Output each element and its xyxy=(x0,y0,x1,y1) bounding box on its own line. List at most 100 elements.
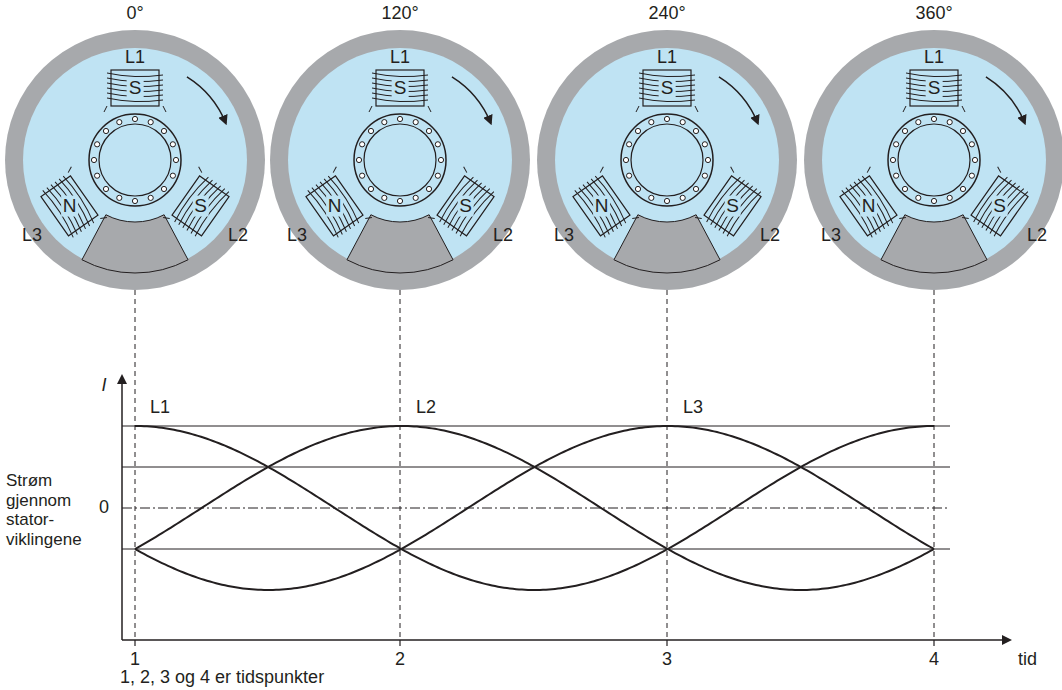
coil-winding xyxy=(314,184,349,232)
stator-pole xyxy=(163,167,233,242)
time-point: 1 xyxy=(130,650,140,670)
rotor-bar xyxy=(397,198,402,203)
coil-winding xyxy=(49,184,84,232)
rotor-bar xyxy=(426,186,431,191)
tick xyxy=(933,640,934,646)
rotor-bar xyxy=(173,157,178,162)
rotor-core xyxy=(631,124,703,196)
pole-polarity: S xyxy=(724,196,741,217)
coil-winding xyxy=(372,98,428,102)
pole-polarity: N xyxy=(860,196,878,217)
phase-current-curve xyxy=(135,426,934,590)
coil-winding xyxy=(438,175,473,223)
pole-polarity: N xyxy=(61,196,79,217)
coil-winding xyxy=(455,187,490,235)
coil-lead xyxy=(729,167,736,173)
pole-core xyxy=(306,176,363,236)
rotor xyxy=(89,114,181,206)
stator-pole xyxy=(836,167,906,242)
rotor xyxy=(888,114,980,206)
pole-polarity: S xyxy=(659,78,676,99)
coil-winding xyxy=(861,175,896,223)
axis-title: Strøm gjennom stator- viklingene xyxy=(6,471,88,549)
stator-pole xyxy=(695,167,765,242)
rotor-bar xyxy=(161,128,166,133)
coil-winding xyxy=(639,98,695,102)
phase-current-curve xyxy=(135,426,934,590)
coil-lead xyxy=(66,167,73,173)
coil-lead xyxy=(695,106,698,112)
pole-polarity: N xyxy=(593,196,611,217)
stator-pole xyxy=(428,167,498,242)
stator-pole xyxy=(104,70,166,112)
angle-label: 0° xyxy=(126,4,143,24)
phase-label: L2 xyxy=(1027,226,1047,246)
axis-label: I xyxy=(101,376,106,396)
stator-housing xyxy=(804,30,1062,290)
coil-winding xyxy=(852,181,887,229)
rotor-bar xyxy=(931,116,936,121)
angle-label: 120° xyxy=(381,4,418,24)
stator-notch xyxy=(614,215,720,273)
coil-winding xyxy=(372,73,428,77)
rotor-bar xyxy=(360,142,365,147)
curve-label: L1 xyxy=(150,398,170,418)
coil-winding xyxy=(107,73,163,77)
time-point: 4 xyxy=(929,650,939,670)
tick xyxy=(666,640,667,646)
rotor-bar xyxy=(960,128,965,133)
rotor-bar xyxy=(894,142,899,147)
phase-label: L3 xyxy=(287,226,307,246)
rotor xyxy=(354,114,446,206)
tick xyxy=(399,640,400,646)
coil-winding xyxy=(972,175,1007,223)
rotor-bar xyxy=(132,116,137,121)
curve-label: L3 xyxy=(683,398,703,418)
coil-winding xyxy=(594,175,629,223)
rotor-bar xyxy=(972,157,977,162)
coil-lead xyxy=(365,215,372,221)
coil-lead xyxy=(598,167,605,173)
coil-winding xyxy=(173,175,208,223)
rotor-bar xyxy=(702,173,707,178)
stator-notch xyxy=(347,215,453,273)
rotor-bar xyxy=(397,116,402,121)
stator-notch xyxy=(881,215,987,273)
rotor-bar xyxy=(117,120,122,125)
rotor-bar xyxy=(902,128,907,133)
coil-winding xyxy=(590,178,625,226)
coil-winding xyxy=(327,175,362,223)
rotor-bar xyxy=(132,198,137,203)
rotor-bar xyxy=(947,120,952,125)
coil-winding xyxy=(989,187,1024,235)
rotor-bar xyxy=(635,186,640,191)
coil-lead xyxy=(428,215,435,221)
pole-polarity: S xyxy=(192,196,209,217)
phase-label: L2 xyxy=(493,226,513,246)
rotor-bar xyxy=(368,186,373,191)
rotor-bar xyxy=(960,186,965,191)
coil-lead xyxy=(163,106,166,112)
coil-lead xyxy=(865,167,872,173)
coil-winding xyxy=(58,178,93,226)
coil-lead xyxy=(331,167,338,173)
rotor-bar xyxy=(161,186,166,191)
rotor-bar xyxy=(382,195,387,200)
coil-lead xyxy=(100,215,107,221)
coil-lead xyxy=(996,167,1003,173)
phase-label: L1 xyxy=(125,48,145,68)
coil-lead xyxy=(197,167,204,173)
pole-polarity: S xyxy=(991,196,1008,217)
rotor-bar xyxy=(117,195,122,200)
rotor-bar xyxy=(702,142,707,147)
axis-value: 0 xyxy=(99,498,109,518)
rotor-bar xyxy=(360,173,365,178)
rotor-bar xyxy=(95,173,100,178)
phase-label: L1 xyxy=(924,48,944,68)
coil-winding xyxy=(906,98,962,102)
coil-winding xyxy=(722,187,757,235)
phase-label: L1 xyxy=(657,48,677,68)
phase-label: L3 xyxy=(22,226,42,246)
rotor-bar xyxy=(680,120,685,125)
